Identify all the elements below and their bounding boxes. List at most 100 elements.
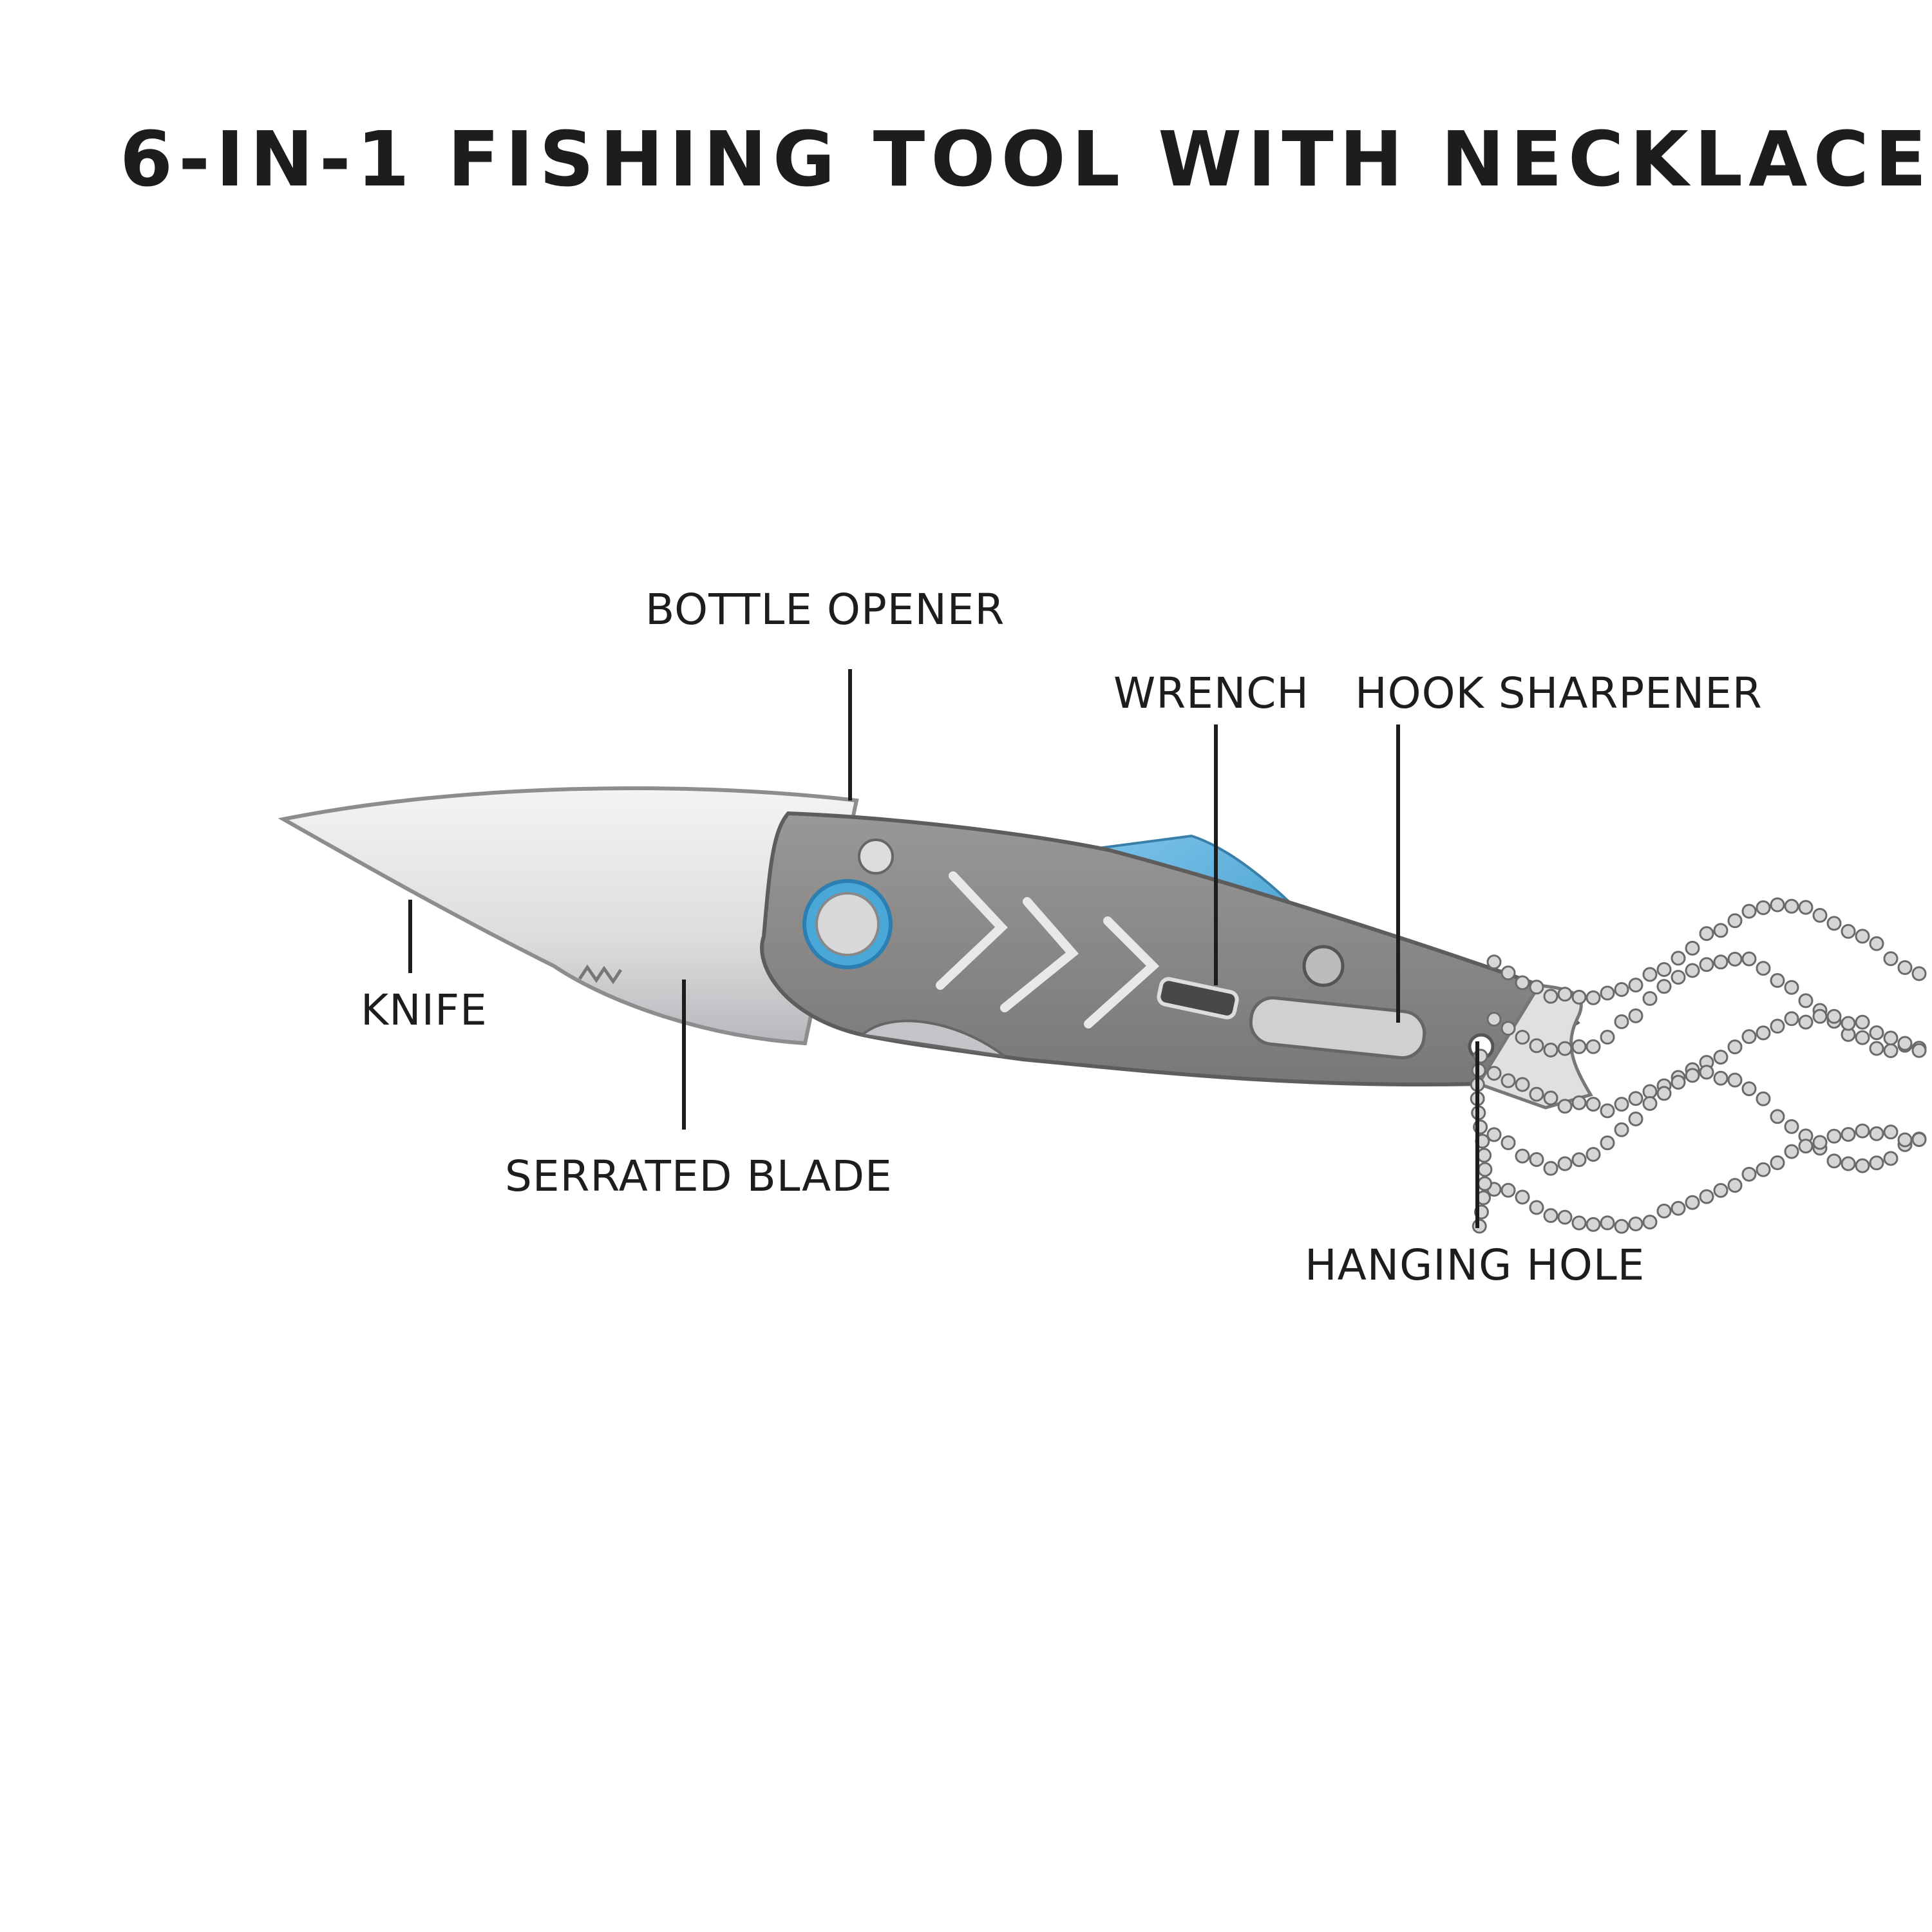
- chain-bead: [1628, 1216, 1643, 1231]
- chain-bead: [1571, 989, 1587, 1005]
- chain-bead: [1798, 900, 1814, 915]
- chain-bead: [1501, 1182, 1516, 1198]
- chain-bead: [1770, 1109, 1785, 1124]
- chain-bead: [1883, 1124, 1899, 1140]
- chain-bead: [1515, 1148, 1530, 1164]
- chain-bead: [1855, 1158, 1870, 1173]
- chain-bead: [1472, 1218, 1487, 1234]
- chain-bead: [1727, 1178, 1743, 1193]
- chain-bead: [1571, 1095, 1587, 1110]
- chain-bead: [1699, 1065, 1714, 1080]
- chain-bead: [1543, 1208, 1558, 1224]
- chain-bead: [1713, 1070, 1728, 1086]
- chain-bead: [1713, 954, 1728, 970]
- chain-bead: [1741, 1081, 1757, 1097]
- chain-bead: [1586, 990, 1601, 1005]
- chain-bead: [1486, 1066, 1502, 1081]
- chain-bead: [1855, 1123, 1870, 1139]
- chain-bead: [1784, 1144, 1799, 1159]
- chain-bead: [1685, 963, 1700, 978]
- chain-bead: [1628, 978, 1643, 993]
- chain-bead: [1515, 1077, 1530, 1092]
- chain-bead: [1586, 1039, 1601, 1054]
- chain-bead: [1741, 1166, 1757, 1182]
- chain-bead: [1770, 1155, 1785, 1171]
- chain-bead: [1784, 1011, 1799, 1027]
- chain-bead: [1642, 990, 1658, 1006]
- chain-bead: [1656, 1086, 1672, 1101]
- chain-bead: [1642, 1096, 1658, 1112]
- chain-bead: [1685, 1068, 1700, 1083]
- chain-bead: [1713, 1182, 1728, 1198]
- chain-bead: [1543, 1160, 1558, 1176]
- pivot-screw: [815, 892, 880, 956]
- chain-bead: [1600, 1215, 1615, 1231]
- label-wrench: WRENCH: [1113, 668, 1309, 718]
- chain-bead: [1501, 965, 1516, 981]
- chain-bead: [1869, 1155, 1884, 1171]
- chain-bead: [1741, 951, 1757, 967]
- chain-bead: [1486, 954, 1502, 970]
- chain-bead: [1543, 1042, 1558, 1057]
- chain-bead: [1477, 1162, 1493, 1177]
- chain-bead: [1515, 1030, 1530, 1045]
- chain-bead: [1656, 961, 1672, 977]
- chain-bead: [1826, 1153, 1842, 1169]
- label-hook-sharpener: HOOK SHARPENER: [1355, 668, 1763, 718]
- chain-bead: [1685, 1195, 1700, 1210]
- label-serrated-blade: SERRATED BLADE: [505, 1151, 893, 1201]
- chain-bead: [1486, 1127, 1502, 1142]
- chain-bead: [1756, 1091, 1771, 1106]
- chain-bead: [1671, 1074, 1686, 1090]
- chain-bead: [1784, 1119, 1799, 1134]
- chain-bead: [1869, 936, 1884, 951]
- label-hanging-hole: HANGING HOLE: [1305, 1240, 1645, 1290]
- chain-bead: [1628, 1008, 1643, 1023]
- chain-bead: [1770, 1018, 1785, 1034]
- chain-bead: [1628, 1091, 1643, 1106]
- chain-bead: [1614, 981, 1629, 997]
- chain-bead: [1756, 1162, 1771, 1177]
- chain-bead: [1798, 1014, 1814, 1030]
- chain-bead: [1571, 1215, 1587, 1231]
- chain-bead: [1486, 1012, 1502, 1027]
- chain-bead: [1699, 957, 1714, 972]
- chain-bead: [1642, 1084, 1658, 1099]
- chain-bead: [1685, 940, 1700, 956]
- chain-bead: [1741, 904, 1757, 919]
- chain-bead: [1557, 1041, 1573, 1056]
- chain-bead: [1529, 1151, 1544, 1167]
- label-knife: KNIFE: [361, 985, 488, 1035]
- chain-bead: [1501, 1073, 1516, 1088]
- chain-bead: [1586, 1097, 1601, 1112]
- chain-bead: [1671, 969, 1686, 985]
- chain-bead: [1600, 1103, 1615, 1119]
- page-title: 6-IN-1 FISHING TOOL WITH NECKLACE: [120, 115, 1932, 204]
- chain-bead: [1600, 1030, 1615, 1045]
- chain-bead: [1841, 923, 1856, 939]
- chain-bead: [1713, 1050, 1728, 1065]
- chain-bead: [1600, 1135, 1615, 1151]
- chain-bead: [1571, 1152, 1587, 1168]
- chain-bead: [1571, 1039, 1587, 1054]
- chain-bead: [1841, 1016, 1856, 1031]
- chain-bead: [1841, 1127, 1856, 1142]
- chain-bead: [1826, 1009, 1842, 1024]
- chain-bead: [1911, 1043, 1927, 1058]
- chain-bead: [1600, 985, 1615, 1001]
- chain-bead: [1543, 1090, 1558, 1106]
- chain-bead: [1855, 1030, 1870, 1045]
- label-bottle-opener: BOTTLE OPENER: [645, 585, 1005, 634]
- chain-bead: [1798, 993, 1814, 1009]
- chain-bead: [1713, 923, 1728, 938]
- chain-bead: [1812, 907, 1828, 923]
- chain-bead: [1614, 1218, 1629, 1234]
- serration: [578, 964, 623, 985]
- chain-bead: [1883, 1043, 1899, 1059]
- knife-blade: [278, 786, 859, 1046]
- chevron-decorations: [936, 871, 1160, 1028]
- chain-bead: [1656, 979, 1672, 994]
- chain-bead: [1614, 1122, 1629, 1137]
- chain-bead: [1770, 897, 1785, 913]
- chain-bead: [1477, 1176, 1493, 1191]
